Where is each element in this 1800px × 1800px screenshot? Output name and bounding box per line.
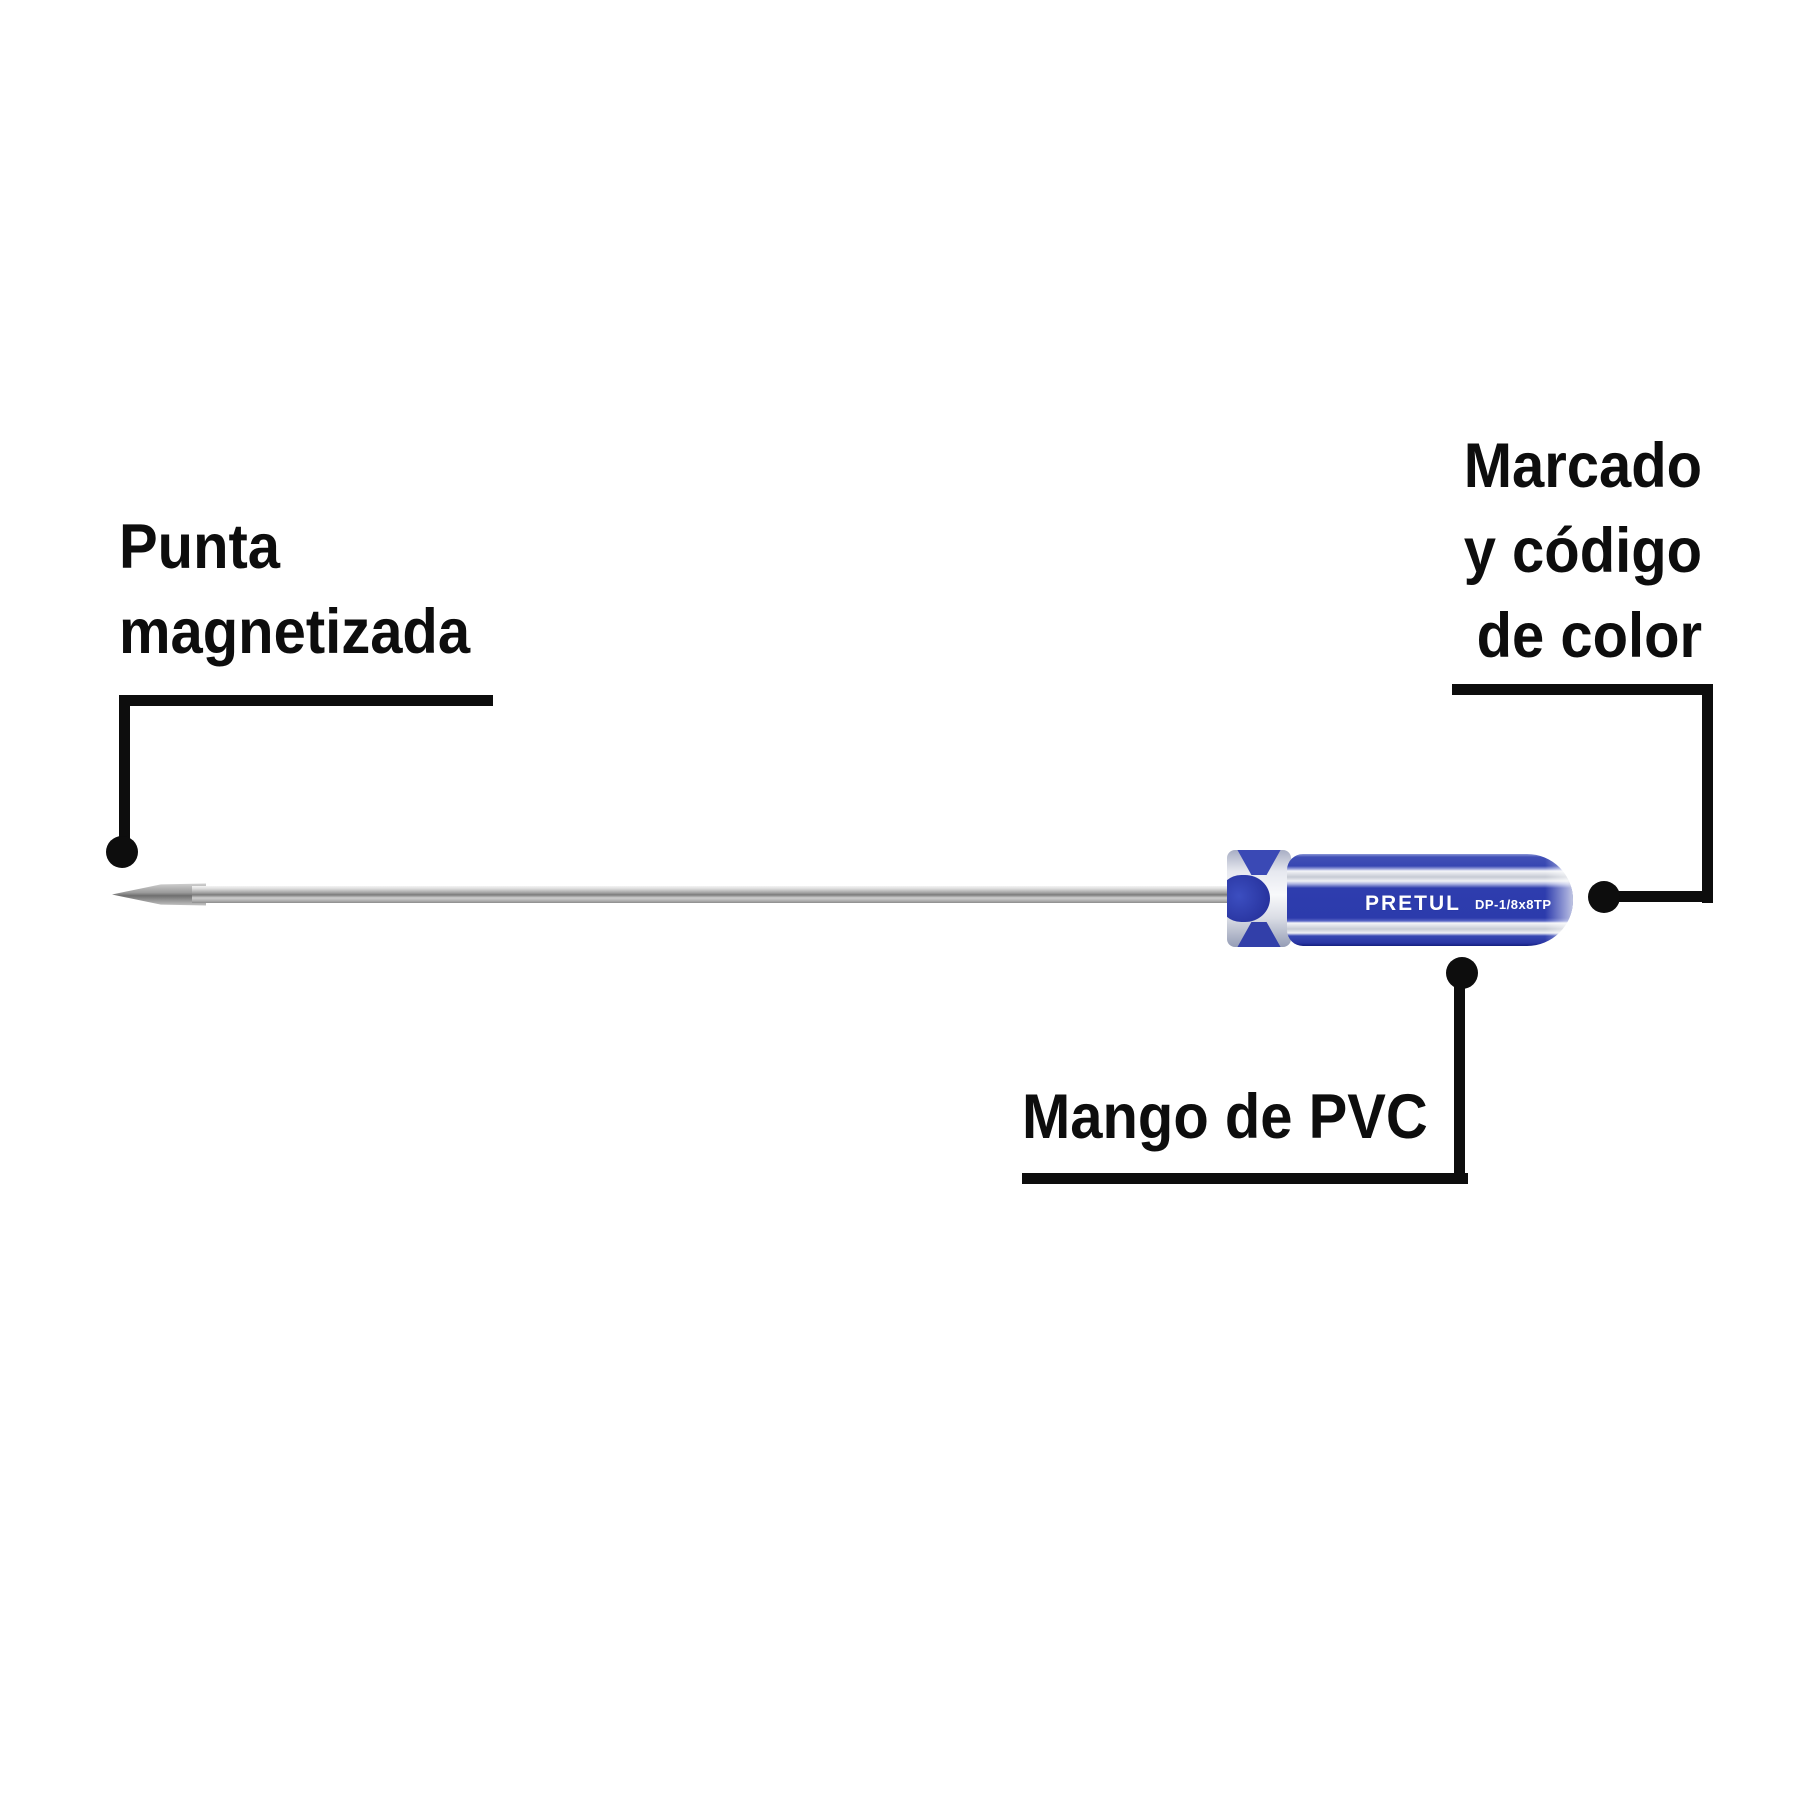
label-marcado-line1: Marcado (1463, 431, 1702, 501)
label-marcado-line2: y código (1463, 516, 1702, 586)
handle-print: PRETUL DP-1/8x8TP (1365, 890, 1552, 918)
callout-connector-marcado-vertical (1702, 684, 1713, 903)
handle-end-cap (1545, 854, 1573, 946)
callout-underline-mango (1022, 1173, 1468, 1184)
callout-dot-punta (106, 836, 138, 868)
label-marcado-codigo: Marcado y código de color (1442, 424, 1702, 679)
label-mango-line1: Mango de PVC (1022, 1082, 1428, 1152)
label-punta-line1: Punta (119, 512, 281, 582)
handle-collar (1227, 850, 1291, 947)
callout-connector-punta (119, 695, 130, 842)
callout-underline-punta (119, 695, 493, 706)
handle-model-code: DP-1/8x8TP (1475, 896, 1552, 912)
label-marcado-line3: de color (1476, 601, 1702, 671)
collar-top-wedge (1236, 850, 1282, 875)
label-punta-line2: magnetizada (119, 597, 471, 667)
callout-connector-marcado-stub (1612, 891, 1713, 902)
label-punta-magnetizada: Punta magnetizada (119, 505, 501, 675)
handle-body: PRETUL DP-1/8x8TP (1287, 854, 1573, 946)
handle-brand-text: PRETUL (1365, 892, 1461, 915)
callout-connector-mango (1454, 985, 1465, 1173)
callout-dot-mango (1446, 957, 1478, 989)
collar-bottom-wedge (1236, 922, 1282, 947)
callout-dot-marcado (1588, 881, 1620, 913)
label-mango-pvc: Mango de PVC (1022, 1075, 1463, 1160)
screwdriver-shaft (192, 886, 1242, 903)
collar-center-blob (1227, 875, 1270, 922)
callout-underline-marcado (1452, 684, 1713, 695)
